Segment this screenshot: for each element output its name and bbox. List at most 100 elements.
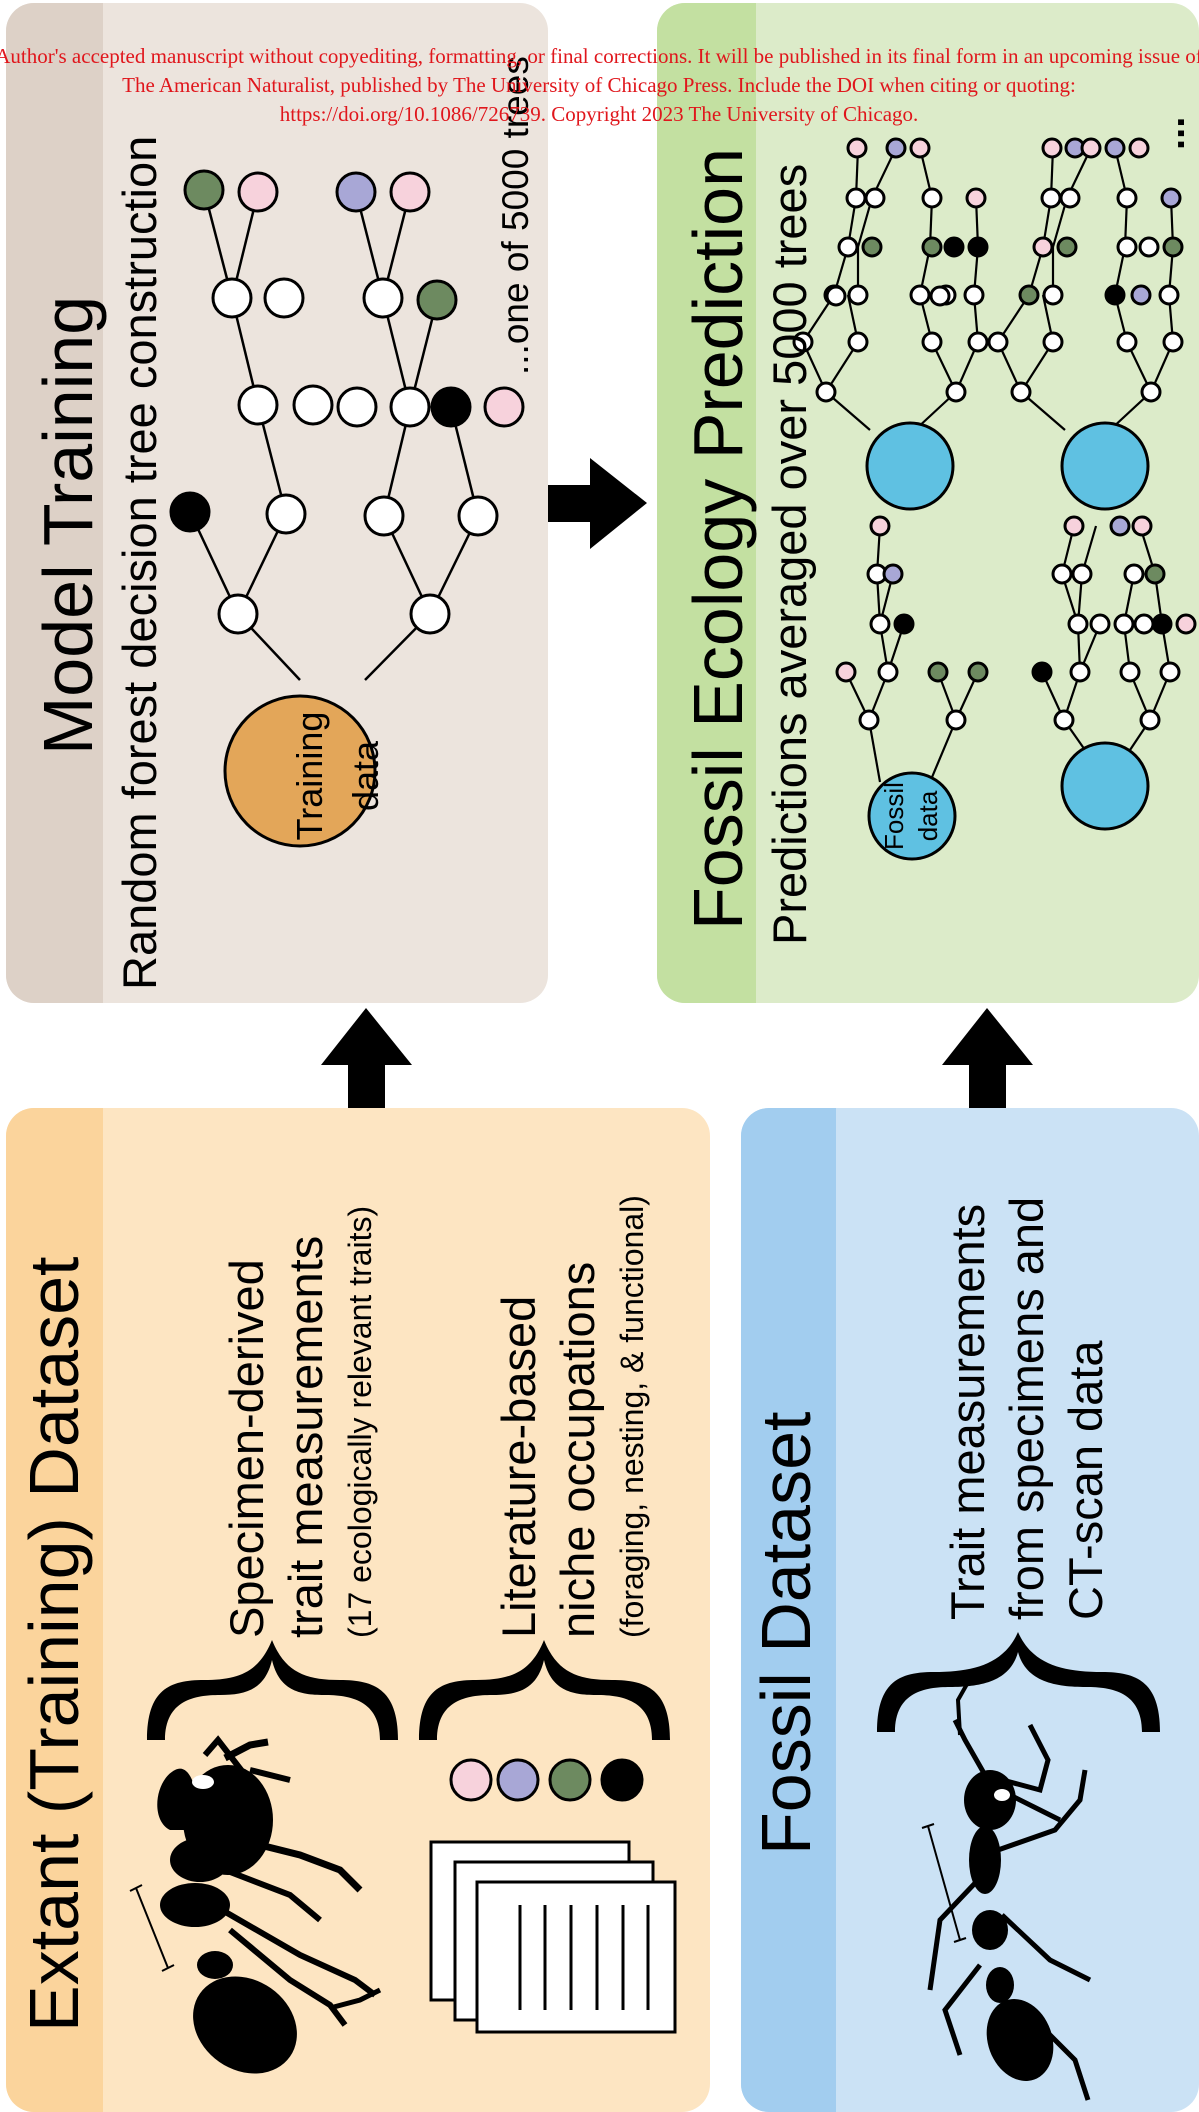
- tree-node: [837, 236, 859, 258]
- tree-node: [869, 613, 891, 635]
- tree-node: [1113, 613, 1135, 635]
- tree-node: [858, 709, 880, 731]
- tree-node: [363, 495, 405, 537]
- niche-pink-dot: [449, 1758, 493, 1802]
- extant-dataset-strip: [6, 1108, 103, 2112]
- watermark-line3: https://doi.org/10.1086/726739. Copyrigh…: [280, 102, 919, 126]
- tree-node: [1158, 284, 1180, 306]
- niche-category-legend: [449, 1758, 644, 1802]
- fossil-trait-line1: Trait measurements: [941, 1204, 994, 1620]
- tree-node: [1042, 331, 1064, 353]
- tree-node: [217, 593, 259, 635]
- tree-node: [1123, 563, 1145, 585]
- training-data-label-line1: Training: [289, 712, 330, 841]
- tree-node: [1067, 613, 1089, 635]
- tree-leaf-green: [183, 169, 225, 211]
- fossil-root-node: [1060, 741, 1150, 831]
- trait-text-line1: Specimen-derived: [220, 1259, 273, 1638]
- extant-dataset-title: Extant (Training) Dataset: [15, 1256, 93, 2032]
- tree-node: [909, 284, 931, 306]
- tree-leaf-green: [1144, 563, 1166, 585]
- tree-node: [945, 381, 967, 403]
- fossil-ecology-prediction-panel: Fossil Ecology Prediction Predictions av…: [657, 3, 1199, 1003]
- tree-node: [1138, 236, 1160, 258]
- fossil-prediction-strip: [657, 3, 756, 1003]
- tree-leaf-lavender: [335, 171, 377, 213]
- tree-leaf-black: [943, 236, 965, 258]
- tree-leaf-white: [292, 384, 334, 426]
- model-training-panel: Model Training Random forest decision tr…: [6, 3, 548, 1003]
- up-arrow-right: [942, 1008, 1033, 1108]
- tree-leaf-green: [967, 661, 989, 683]
- tree-node: [211, 277, 253, 319]
- literature-papers-icon: [429, 1840, 677, 2034]
- extant-ant-silhouette-icon: [157, 1735, 382, 2074]
- tree-node: [1139, 709, 1161, 731]
- fossil-dataset-panel: Fossil Dataset Trait measurements from s…: [741, 1108, 1199, 2112]
- tree-leaf-pink: [483, 386, 525, 428]
- ant-eye: [192, 1775, 214, 1789]
- tree-node: [847, 331, 869, 353]
- paper-front: [475, 1880, 677, 2034]
- tree-node: [389, 386, 431, 428]
- tree-node: [921, 331, 943, 353]
- tree-node: [1119, 661, 1141, 683]
- fossil-ant-silhouette-icon: [927, 1669, 1092, 2101]
- tree-node: [362, 277, 404, 319]
- tree-leaf-lavender: [1160, 187, 1182, 209]
- fossil-root-node: [1060, 421, 1150, 511]
- tree-leaf-white: [263, 277, 305, 319]
- tree-leaf-lavender: [1130, 284, 1152, 306]
- fossil-prediction-subtitle: Predictions averaged over 5000 trees: [763, 164, 816, 945]
- tree-node: [1140, 381, 1162, 403]
- manuscript-watermark: Author's accepted manuscript without cop…: [0, 44, 1199, 126]
- tree-leaf-green: [1018, 284, 1040, 306]
- tree-node: [237, 384, 279, 426]
- tree-node: [1162, 331, 1184, 353]
- tree-node: [1089, 613, 1111, 635]
- tree-leaf-lavender: [1109, 515, 1131, 537]
- fossil-ant-eye: [994, 1789, 1010, 1801]
- tree-node: [945, 709, 967, 731]
- tree-node: [847, 284, 869, 306]
- fossil-root-node: [865, 421, 955, 511]
- tree-leaf-pink: [1032, 236, 1054, 258]
- tree-node: [877, 661, 899, 683]
- tree-node: [409, 593, 451, 635]
- tree-node: [845, 187, 867, 209]
- tree-leaf-green: [927, 661, 949, 683]
- tree-leaf-lavender: [882, 563, 904, 585]
- fossil-dataset-title: Fossil Dataset: [747, 1412, 825, 1855]
- tree-leaf-black: [169, 491, 211, 533]
- niche-text-line1: Literature-based: [492, 1296, 545, 1638]
- model-training-subtitle: Random forest decision tree construction: [113, 136, 166, 990]
- fossil-dataset-strip: [741, 1108, 836, 2112]
- tree-node: [457, 495, 499, 537]
- training-data-label-line2: data: [345, 740, 386, 811]
- fossil-prediction-title: Fossil Ecology Prediction: [679, 148, 757, 930]
- tree-leaf-white: [336, 386, 378, 428]
- tree-leaf-green: [416, 279, 458, 321]
- tree-leaf-green: [861, 236, 883, 258]
- tree-leaf-black: [1104, 284, 1126, 306]
- tree-node: [1042, 284, 1064, 306]
- tree-node: [967, 331, 989, 353]
- fossil-trait-line3: CT-scan data: [1059, 1340, 1112, 1620]
- fossil-trait-line2: from specimens and: [1000, 1197, 1053, 1620]
- prediction-tree-1: [792, 137, 989, 511]
- tree-node: [929, 285, 951, 307]
- tree-node: [987, 331, 1009, 353]
- fossil-dataset-background: [741, 1108, 1199, 2112]
- tree-node: [792, 331, 814, 353]
- trait-brace-icon: [147, 1640, 398, 1740]
- tree-node: [1159, 661, 1181, 683]
- tree-leaf-pink: [869, 515, 891, 537]
- more-trees-ellipsis: ...: [1149, 117, 1193, 150]
- niche-green-dot: [548, 1758, 592, 1802]
- tree-leaf-pink: [1175, 613, 1197, 635]
- tree-leaf-lavender: [1104, 137, 1126, 159]
- tree-leaf-pink: [1063, 515, 1085, 537]
- tree-leaf-pink: [846, 137, 868, 159]
- tree-leaf-black: [893, 613, 915, 635]
